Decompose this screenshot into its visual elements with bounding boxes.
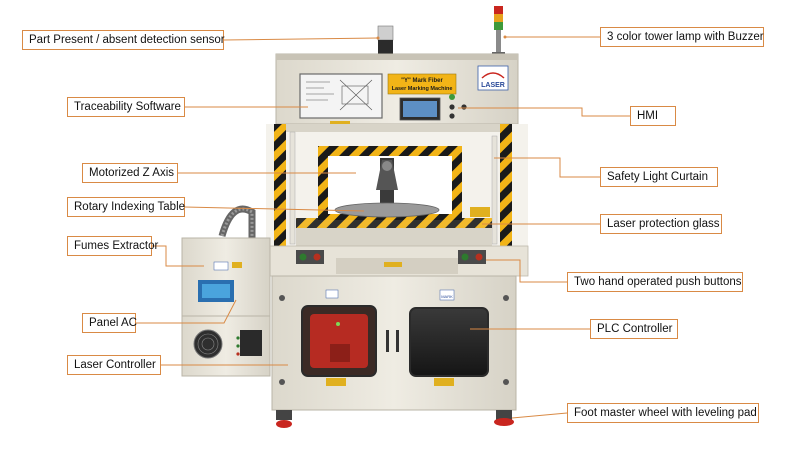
work-chamber bbox=[266, 124, 528, 252]
plc-controller-window bbox=[409, 307, 489, 377]
callout-push-buttons: Two hand operated push buttons bbox=[567, 272, 743, 292]
fumes-extractor bbox=[181, 205, 271, 317]
foot-wheels bbox=[276, 410, 514, 428]
callout-z-axis: Motorized Z Axis bbox=[82, 163, 178, 183]
nameplate-line1: "Y" Mark Fiber bbox=[401, 78, 443, 84]
nameplate-line2: Laser Marking Machine bbox=[392, 86, 453, 92]
callout-panel-ac: Panel AC bbox=[82, 313, 137, 333]
laser-controller-window bbox=[310, 314, 368, 368]
callout-tower-lamp: 3 color tower lamp with Buzzer bbox=[600, 27, 764, 47]
callout-laser-controller: Laser Controller bbox=[67, 355, 161, 375]
nameplate bbox=[387, 73, 457, 95]
work-table bbox=[267, 245, 529, 277]
leader-lines bbox=[136, 35, 630, 419]
lower-cabinet: MARK bbox=[271, 275, 517, 411]
tower-lamp bbox=[492, 6, 505, 56]
light-curtain-left bbox=[289, 131, 296, 245]
callout-protection-glass: Laser protection glass bbox=[600, 214, 722, 234]
top-cabinet: "Y" Mark Fiber Laser Marking Machine LAS… bbox=[275, 53, 519, 125]
callout-traceability-software: Traceability Software bbox=[67, 97, 185, 117]
callout-hmi: HMI bbox=[630, 106, 676, 126]
logo-text: LASER bbox=[481, 82, 505, 89]
callout-plc-controller: PLC Controller bbox=[590, 319, 678, 339]
panel-ac bbox=[181, 315, 271, 377]
callout-rotary-table: Rotary Indexing Table bbox=[67, 197, 185, 217]
light-curtain-right bbox=[491, 135, 498, 245]
part-sensor bbox=[377, 25, 394, 54]
protection-glass bbox=[296, 218, 492, 228]
callout-light-curtain: Safety Light Curtain bbox=[600, 167, 718, 187]
callout-fumes-extractor: Fumes Extractor bbox=[67, 236, 158, 256]
rotary-table bbox=[334, 202, 440, 218]
callout-foot-wheel: Foot master wheel with leveling pad bbox=[567, 403, 759, 423]
callout-part-sensor: Part Present / absent detection sensor bbox=[22, 30, 225, 50]
y-mark-label: MARK bbox=[441, 294, 453, 299]
